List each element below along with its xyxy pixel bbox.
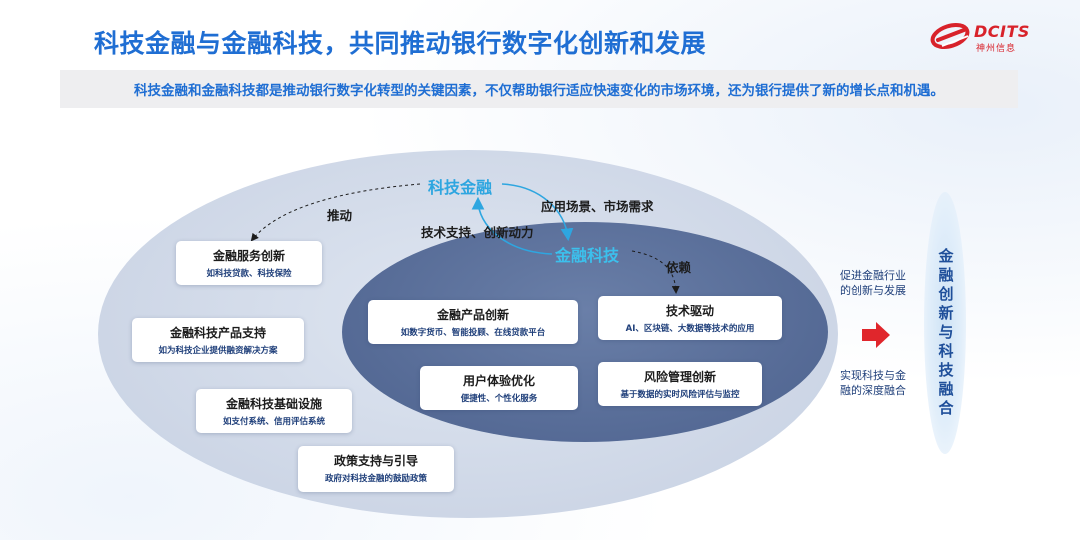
card-title: 金融服务创新 bbox=[212, 249, 285, 263]
page-title: 科技金融与金融科技，共同推动银行数字化创新和发展 bbox=[94, 29, 707, 58]
red-arrow-icon bbox=[862, 322, 890, 348]
right-text-top-line-2: 的创新与发展 bbox=[840, 284, 906, 297]
card-desc: 如支付系统、信用评估系统 bbox=[222, 417, 325, 427]
card-title: 金融产品创新 bbox=[436, 308, 509, 322]
card-policy-support: 政策支持与引导 政府对科技金融的鼓励政策 bbox=[298, 446, 454, 492]
company-logo: DCITS 神州信息 bbox=[930, 18, 1050, 54]
card-tech-driven: 技术驱动 AI、区块链、大数据等技术的应用 bbox=[598, 296, 782, 340]
arrow-yingyong bbox=[501, 183, 574, 242]
right-text-top: 促进金融行业 的创新与发展 bbox=[840, 268, 906, 298]
arrow-yilai bbox=[631, 250, 680, 294]
subtitle-bar: 科技金融和金融科技都是推动银行数字化转型的关键因素，不仅帮助银行适应快速变化的市… bbox=[60, 70, 1018, 108]
subtitle-text: 科技金融和金融科技都是推动银行数字化转型的关键因素，不仅帮助银行适应快速变化的市… bbox=[134, 83, 944, 99]
card-user-experience: 用户体验优化 便捷性、个性化服务 bbox=[420, 366, 578, 410]
card-desc: 如科技贷款、科技保险 bbox=[206, 269, 292, 279]
edge-label-yingyong: 应用场景、市场需求 bbox=[541, 199, 654, 214]
card-desc: 基于数据的实时风险评估与监控 bbox=[620, 390, 740, 400]
edge-label-tuidong: 推动 bbox=[327, 208, 353, 223]
card-financial-service-innovation: 金融服务创新 如科技贷款、科技保险 bbox=[176, 241, 322, 285]
edge-label-yilai: 依赖 bbox=[666, 260, 692, 275]
card-desc: 政府对科技金融的鼓励政策 bbox=[324, 474, 427, 484]
right-text-top-line-1: 促进金融行业 bbox=[840, 269, 906, 282]
arrow-jishu bbox=[471, 196, 553, 255]
card-desc: 如为科技企业提供融资解决方案 bbox=[158, 346, 278, 356]
right-text-bottom-line-1: 实现科技与金 bbox=[840, 369, 906, 382]
card-desc: 便捷性、个性化服务 bbox=[460, 394, 538, 404]
logo-subtext: 神州信息 bbox=[976, 44, 1017, 54]
vertical-pill bbox=[924, 192, 966, 454]
logo-mark-icon bbox=[930, 22, 970, 50]
logo-text: DCITS bbox=[974, 22, 1030, 41]
edge-label-jishu: 技术支持、创新动力 bbox=[421, 225, 534, 240]
card-risk-management-innovation: 风险管理创新 基于数据的实时风险评估与监控 bbox=[598, 362, 762, 406]
right-text-bottom-line-2: 融的深度融合 bbox=[840, 384, 906, 397]
arrow-tuidong bbox=[250, 183, 421, 242]
card-fintech-product-support: 金融科技产品支持 如为科技企业提供融资解决方案 bbox=[132, 318, 304, 362]
card-desc: 如数字货币、智能投顾、在线贷款平台 bbox=[400, 328, 546, 338]
card-desc: AI、区块链、大数据等技术的应用 bbox=[625, 324, 755, 334]
card-title: 政策支持与引导 bbox=[333, 454, 418, 468]
node-keji-jinrong: 科技金融 bbox=[428, 178, 493, 197]
card-title: 金融科技产品支持 bbox=[169, 326, 266, 340]
right-text-bottom: 实现科技与金 融的深度融合 bbox=[840, 368, 906, 398]
vertical-title: 金融创新与科技融合 bbox=[938, 247, 954, 417]
card-title: 技术驱动 bbox=[665, 304, 714, 318]
card-title: 用户体验优化 bbox=[462, 374, 535, 388]
card-fintech-infrastructure: 金融科技基础设施 如支付系统、信用评估系统 bbox=[196, 389, 352, 433]
card-title: 风险管理创新 bbox=[643, 370, 716, 384]
card-title: 金融科技基础设施 bbox=[225, 397, 322, 411]
card-financial-product-innovation: 金融产品创新 如数字货币、智能投顾、在线贷款平台 bbox=[368, 300, 578, 344]
node-jinrong-keji: 金融科技 bbox=[555, 246, 620, 265]
